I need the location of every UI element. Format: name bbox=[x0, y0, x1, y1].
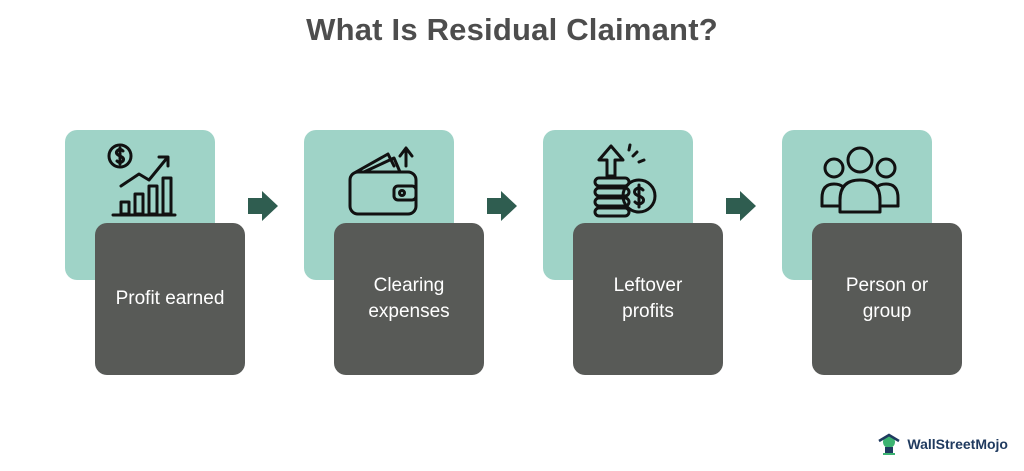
step-label: Clearing expenses bbox=[368, 275, 450, 322]
arrow-right-icon bbox=[726, 191, 756, 221]
step-label: Person or group bbox=[845, 275, 929, 322]
label-card: Profit earned bbox=[95, 223, 245, 375]
step-profit-earned: Profit earned bbox=[65, 130, 255, 380]
step-label: Leftover profits bbox=[613, 275, 683, 322]
brand-name: WallStreetMojo bbox=[907, 436, 1008, 452]
arrow-right-icon bbox=[248, 191, 278, 221]
page-title: What Is Residual Claimant? bbox=[306, 12, 718, 47]
arrow-right-icon bbox=[487, 191, 517, 221]
step-leftover-profits: Leftover profits bbox=[543, 130, 733, 380]
label-card: Person or group bbox=[812, 223, 962, 375]
growth-chart-icon bbox=[107, 143, 177, 217]
step-label: Profit earned bbox=[115, 288, 225, 309]
label-card: Clearing expenses bbox=[334, 223, 484, 375]
step-person-or-group: Person or group bbox=[782, 130, 972, 380]
people-group-icon bbox=[820, 146, 900, 214]
step-clearing-expenses: Clearing expenses bbox=[304, 130, 494, 380]
wallet-icon bbox=[348, 146, 418, 216]
wallstreetmojo-logo-icon bbox=[878, 433, 901, 455]
label-card: Leftover profits bbox=[573, 223, 723, 375]
coin-stack-icon bbox=[593, 143, 657, 218]
brand-logo: WallStreetMojo bbox=[876, 431, 1008, 457]
